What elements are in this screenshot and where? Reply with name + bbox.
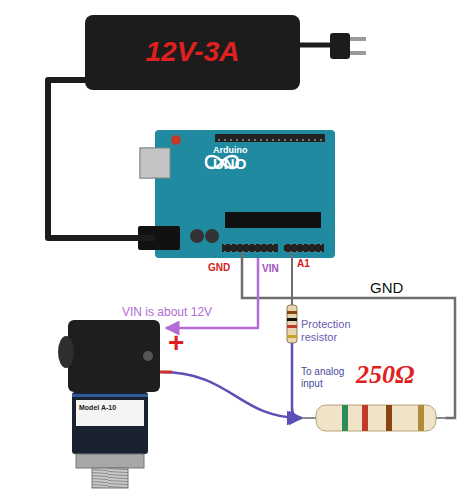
analog-header — [284, 244, 324, 252]
resistor-band — [287, 318, 297, 321]
resistor-band — [418, 405, 424, 431]
capacitor — [205, 229, 219, 243]
resistor-symbol — [316, 405, 436, 431]
signal-wire — [162, 372, 300, 418]
mains-plug — [330, 33, 350, 59]
plug-prong — [350, 51, 366, 55]
polarity-sign: + — [168, 327, 184, 359]
sensor-thread — [92, 468, 128, 488]
note-text: Protection resistor — [301, 318, 373, 343]
resistor-band — [342, 405, 348, 431]
mains-cable — [300, 43, 332, 48]
sensor-connector — [68, 320, 160, 392]
adapter-rating: 12V-3A — [146, 37, 240, 68]
resistance-value: 250Ω — [356, 360, 414, 390]
sensor-body — [72, 392, 148, 454]
power-adapter — [85, 15, 300, 90]
sensor-connector-cap — [58, 336, 74, 368]
resistor-band — [287, 335, 297, 338]
power-cable — [48, 80, 155, 238]
arduino-board: ArduinoUNO — [155, 130, 339, 258]
pin-name: A1 — [297, 258, 310, 270]
hex-nut — [76, 454, 144, 468]
model-label: Model A-10 — [79, 404, 166, 412]
plug-prong — [350, 37, 366, 41]
resistor-band — [362, 405, 368, 431]
sensor-ring — [72, 394, 148, 397]
reset-button — [171, 135, 181, 145]
connector-screw — [143, 351, 153, 361]
digital-header — [215, 134, 325, 142]
board-name: UNO — [213, 156, 339, 173]
protection-resistor — [287, 305, 297, 343]
sensor-label — [76, 400, 144, 426]
signal-terminal — [160, 371, 172, 374]
board-name: Arduino — [213, 146, 339, 156]
power-header — [222, 244, 278, 252]
pin-name: VIN — [262, 263, 279, 275]
resistor-band — [386, 405, 392, 431]
pin-name: GND — [208, 262, 230, 274]
power-adapter: 12V-3A — [85, 15, 300, 90]
a1-wire — [291, 252, 293, 306]
resistor-band — [287, 311, 297, 314]
analog-wire — [292, 343, 302, 418]
capacitor — [190, 229, 204, 243]
note-text: VIN is about 12V — [122, 306, 212, 320]
usb-port — [140, 148, 170, 178]
resistor-band — [287, 325, 297, 328]
wire-label: GND — [370, 279, 403, 296]
gnd-wire — [242, 252, 455, 418]
microcontroller-chip — [225, 212, 321, 228]
pressure-sensor: Model A-10 — [62, 318, 166, 490]
note-text: To analog input — [301, 366, 353, 389]
